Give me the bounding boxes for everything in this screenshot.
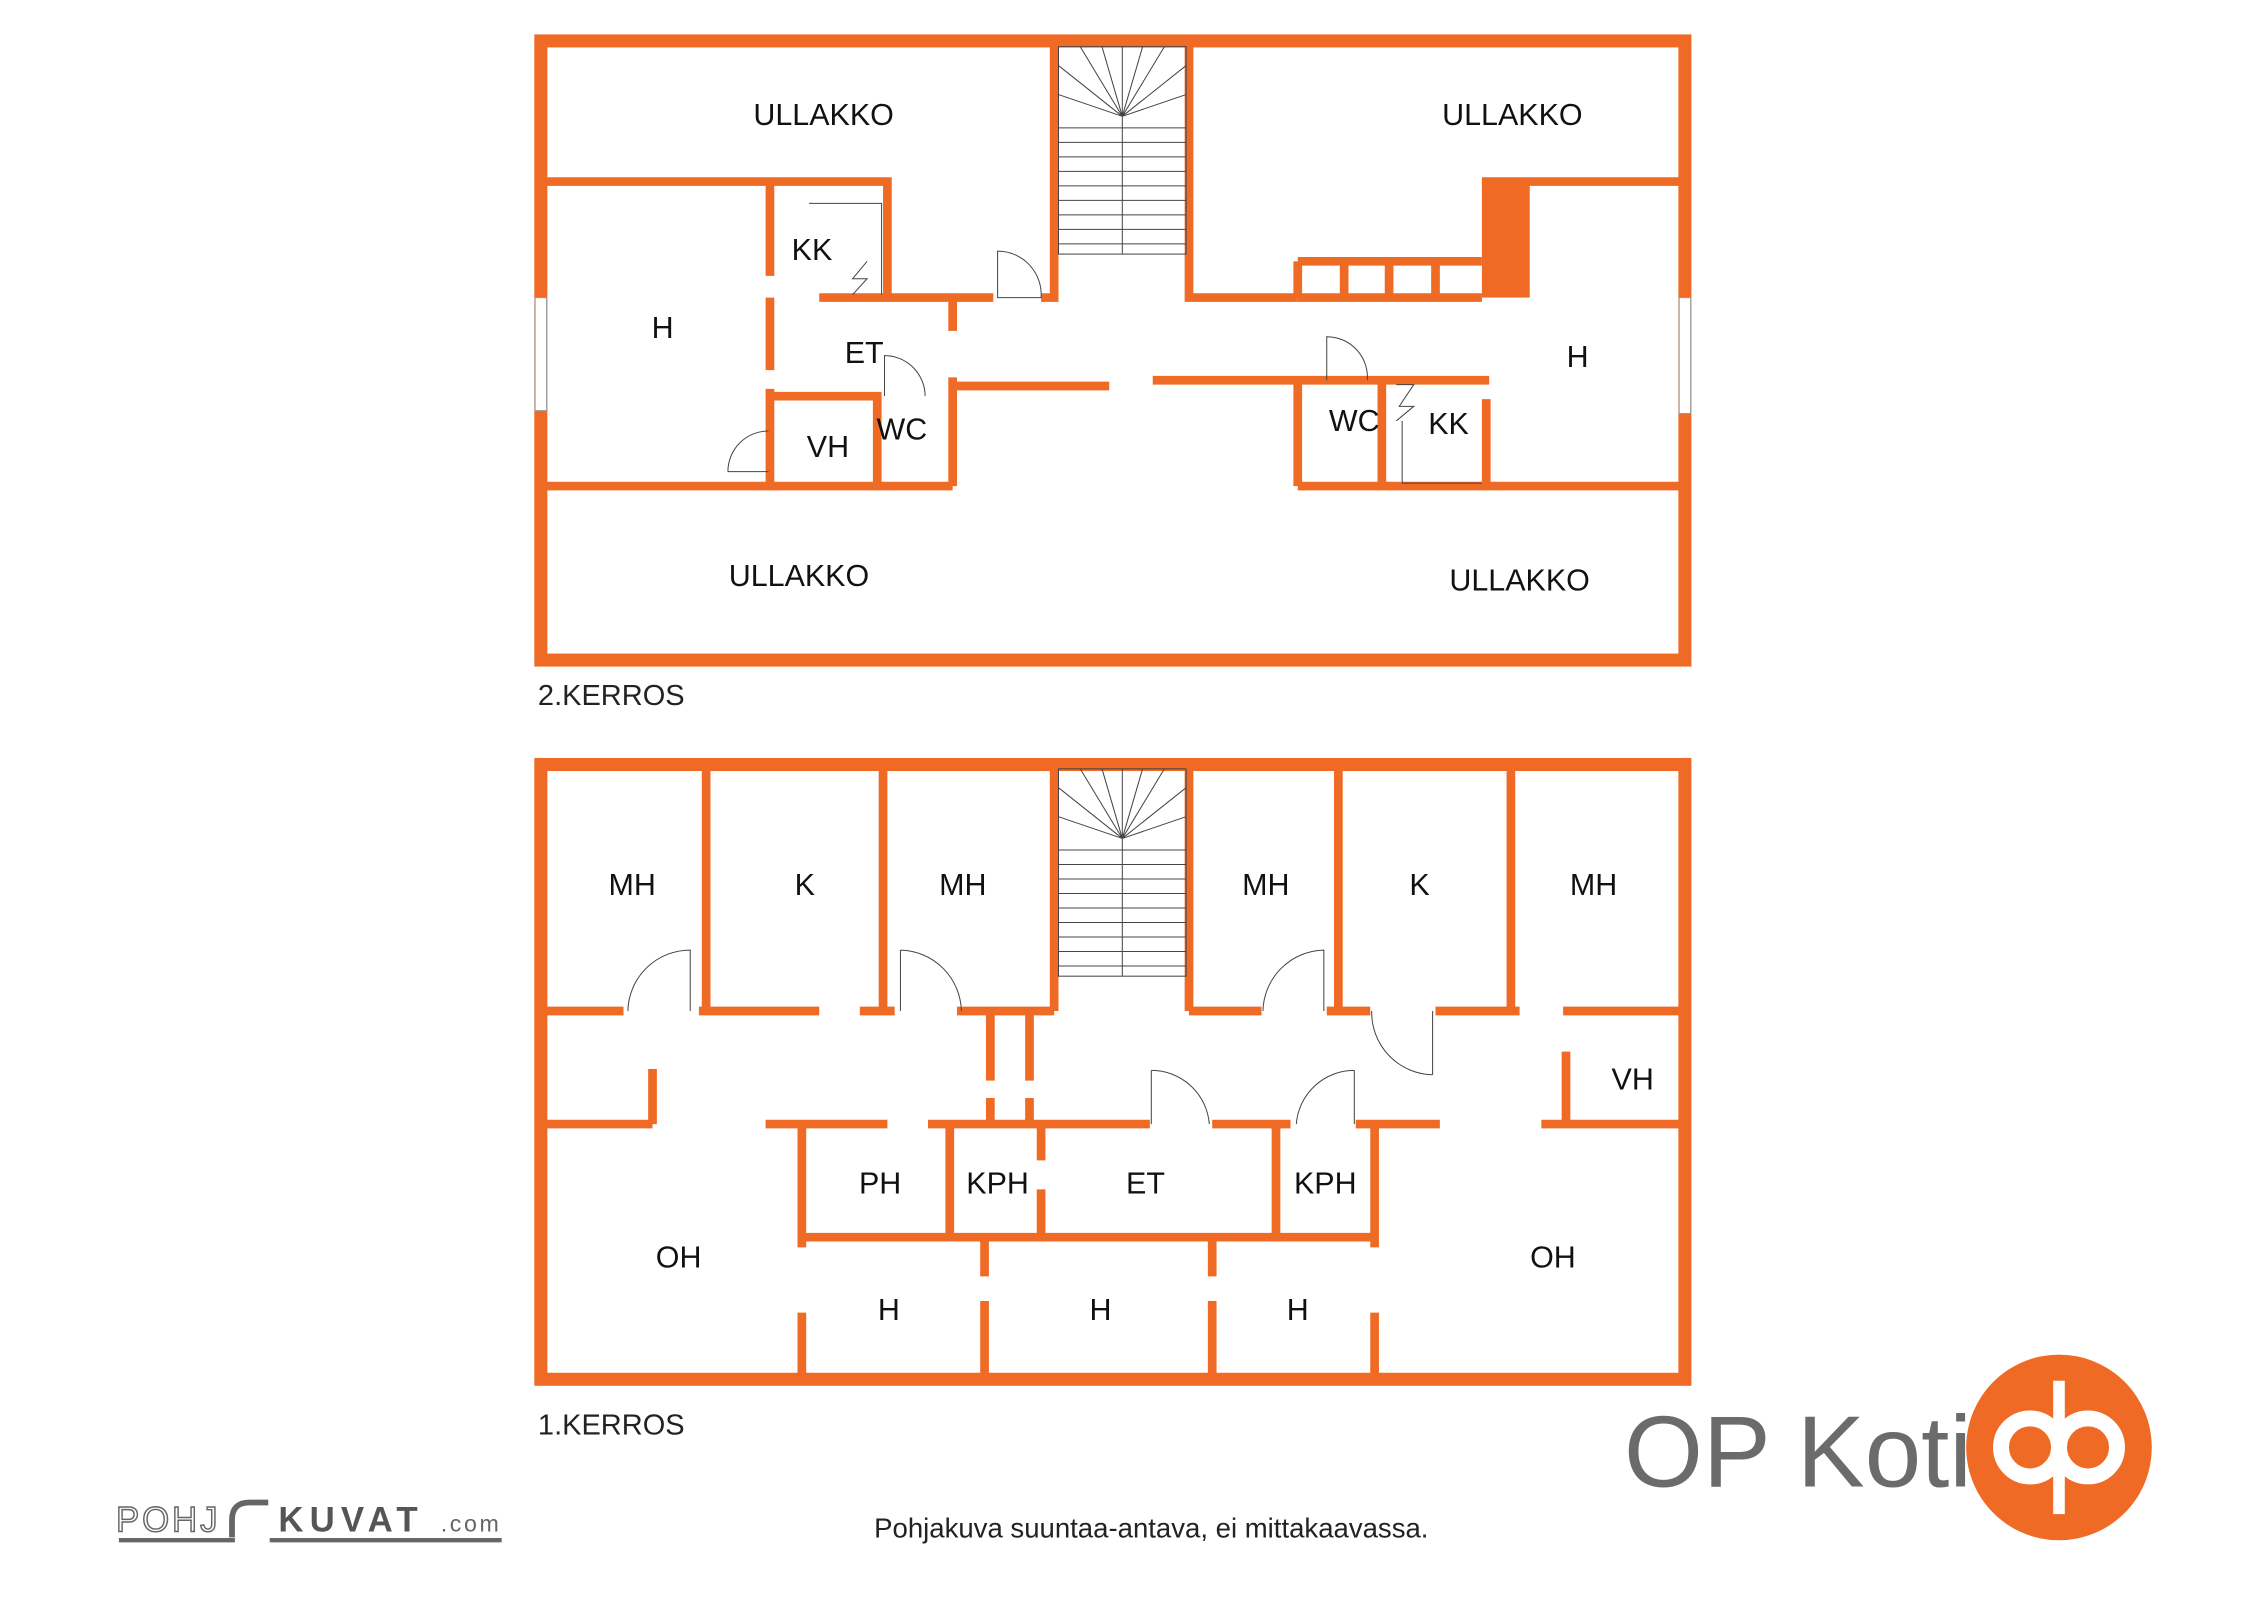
room-label-kitchenette: KK — [1428, 407, 1469, 441]
room-label-bedroom: MH — [939, 868, 986, 902]
room-label-bathroom: KPH — [1294, 1167, 1357, 1201]
disclaimer: Pohjakuva suuntaa-antava, ei mittakaavas… — [874, 1512, 1428, 1543]
room-label-closet: VH — [1612, 1062, 1654, 1096]
staircase — [1057, 46, 1187, 255]
room-label-kitchen: K — [1409, 868, 1429, 902]
window — [1678, 296, 1692, 415]
doors — [627, 949, 1434, 1125]
room-label-attic: ULLAKKO — [729, 559, 869, 593]
pohjakuvat-logo-part1: POHJ — [116, 1501, 220, 1540]
brand-name: OP Koti — [1624, 1395, 1972, 1509]
pohjakuvat-logo-part3: .com — [441, 1511, 499, 1537]
room-label-living-room: OH — [1530, 1241, 1576, 1275]
room-label-room: H — [1090, 1293, 1112, 1327]
staircase — [1057, 768, 1187, 977]
room-label-attic: ULLAKKO — [753, 98, 893, 132]
room-label-bedroom: H — [1567, 340, 1589, 374]
room-label-room: H — [878, 1293, 900, 1327]
room-label-wc: WC — [1329, 404, 1380, 438]
room-label-bedroom: MH — [1242, 868, 1289, 902]
lower-floor-plan: MH K MH MH K MH VH PH KPH ET KPH OH OH H… — [534, 757, 1692, 1441]
pohjakuvat-logo-part2: KUVAT — [278, 1501, 420, 1540]
room-label-room: H — [1287, 1293, 1309, 1327]
room-label-laundry: PH — [859, 1167, 901, 1201]
window — [534, 296, 548, 412]
pohjakuvat-logo: POHJ KUVAT .com — [115, 1499, 502, 1543]
room-label-attic: ULLAKKO — [1449, 563, 1589, 597]
room-label-hall: ET — [845, 336, 884, 370]
floor-title: 1.KERROS — [538, 1409, 685, 1441]
upper-floor-plan: ULLAKKO ULLAKKO ULLAKKO ULLAKKO H KK ET … — [534, 34, 1692, 712]
doors — [727, 202, 1482, 484]
room-label-bedroom: MH — [1570, 868, 1617, 902]
floor-title: 2.KERROS — [538, 680, 685, 712]
room-label-hall: ET — [1126, 1167, 1165, 1201]
room-label-kitchen: K — [795, 868, 815, 902]
room-label-wc: WC — [877, 413, 928, 447]
room-label-attic: ULLAKKO — [1442, 98, 1582, 132]
room-label-living-room: OH — [656, 1241, 702, 1275]
room-label-kitchenette: KK — [792, 233, 833, 267]
upper-walls — [540, 43, 1682, 491]
op-logo-icon — [1966, 1354, 2152, 1541]
room-label-bedroom: H — [652, 311, 674, 345]
room-label-closet: VH — [807, 430, 849, 464]
room-label-bedroom: MH — [609, 868, 656, 902]
room-label-bathroom: KPH — [966, 1167, 1029, 1201]
lower-walls — [540, 768, 1682, 1378]
lower-outer-wall — [534, 757, 1692, 1386]
